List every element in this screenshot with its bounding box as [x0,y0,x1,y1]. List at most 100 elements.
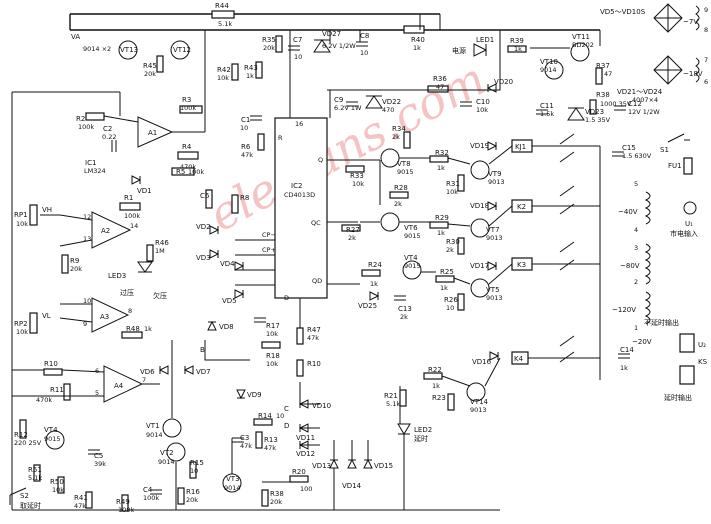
t1-label: 1 [634,324,638,332]
r15-value: 10 [190,467,198,475]
ic2-pin-qc: QC [311,219,321,227]
vt12-label: VT12 [173,46,191,54]
c8-value: 10 [360,49,368,57]
r7-label: C6 [200,192,210,200]
c7-label: C7 [293,36,302,44]
resistor-r38-bottom [261,489,269,507]
resistor-r36 [427,85,449,93]
vd3-label: VD3 [196,254,211,262]
cap-c2 [111,140,117,152]
over-label: 过压 [120,288,134,297]
resistor-r20 [289,475,309,483]
resistor-r48 [121,331,143,339]
vd11-label: VD11 [296,434,315,442]
resistor-r2 [85,112,105,121]
cap-c12 [614,105,626,111]
ic2-pin16: 16 [295,120,303,128]
r22-value: 1k [432,382,440,390]
c1-label: C1 [241,116,250,124]
a3-pin8: 8 [128,307,132,315]
vd5-label: VD5 [222,297,237,305]
cap-c15 [612,151,624,157]
r38b-value: 1000 35V [600,100,632,108]
t40-label: ~40V [618,208,638,216]
transistor-vt14 [466,382,486,402]
a4-pin5: 5 [95,389,99,397]
resistor-r14 [253,418,273,426]
r26-label: R26 [444,296,458,304]
r21-label: R21 [384,392,398,400]
winding-18v [695,57,700,83]
vt3-part: 9014 [224,484,241,492]
diode-vd1 [131,175,142,185]
diode-vd2 [209,225,220,235]
resistor-r9 [61,254,69,274]
vt8-part: 9015 [397,168,414,176]
rail-va [69,13,600,31]
vd12-label: VD12 [296,450,315,458]
r34-value: 2k [392,133,400,141]
resistor-r15 [189,461,197,479]
ic2-pin-qd: QD [312,277,322,285]
r20-value: 100 [300,485,312,493]
transistor-vt7 [470,218,490,238]
rp2-value: 10k [16,328,28,336]
r47-label: R47 [307,326,321,334]
k3-label: K3 [517,261,526,269]
resistor-r38b [589,99,597,115]
u2-label: U₂ [698,341,706,349]
cap-c4 [150,489,162,495]
c5-value: 39k [94,460,106,468]
resistor-r42 [231,63,239,81]
vt4-left-label: VT4 [44,426,58,434]
r32-value: 1k [437,164,445,172]
t7-pin-label: 7 [704,56,708,64]
mains-connector[interactable] [683,201,697,215]
out-delay-label: 不延时输出 [644,318,679,327]
r11-value: 470k [36,396,52,404]
resistor-r27 [341,224,361,232]
vt9-label: VT9 [488,170,502,178]
vt6-label: VT6 [404,224,418,232]
fu1-label: FU1 [668,162,682,170]
vd7-label: VD7 [196,368,211,376]
diode-vd9 [236,389,246,400]
rail-b [204,340,250,361]
kj1-label: KJ1 [515,143,526,151]
rail-left [11,91,120,510]
relay-contacts [559,133,575,363]
t7-label: ~7V [683,18,698,26]
r48-value: 1k [144,325,152,333]
r46-label: R46 [155,239,169,247]
r9-label: R9 [70,257,79,265]
output-ks-connector[interactable] [679,365,695,385]
resistor-r12 [19,419,27,439]
transistor-vt13 [118,40,138,60]
vt7-label: VT7 [486,226,500,234]
vd25-label: VD25 [358,302,377,310]
c15-value: 1.5 630V [622,152,652,160]
r48-label: R48 [126,325,140,333]
ic2-part: CD4013D [284,191,315,199]
switch-s1 [667,133,690,143]
t20-label: ~20V [632,338,652,346]
output-u2-connector[interactable] [679,333,695,353]
vt5-part: 9013 [486,294,503,302]
vt7-part: 9013 [486,234,503,242]
r30-value: 2k [446,246,454,254]
t2-label: 2 [634,278,638,286]
led3-label: LED3 [108,272,126,280]
resistor-r24 [361,269,381,277]
c14-value: 1k [620,364,628,372]
resistor-r4 [177,151,199,160]
r42-label: R42 [217,66,231,74]
r11-label: R11 [50,386,64,394]
c3-value: 47k [240,442,252,450]
r49-value: 100k [118,506,134,514]
winding-40v [644,191,651,225]
r17-label: R18 [266,352,280,360]
resistor-r8 [231,194,239,214]
resistor-r49 [121,494,129,512]
a2-pin14: 14 [130,222,138,230]
r26-value: 10 [446,304,454,312]
